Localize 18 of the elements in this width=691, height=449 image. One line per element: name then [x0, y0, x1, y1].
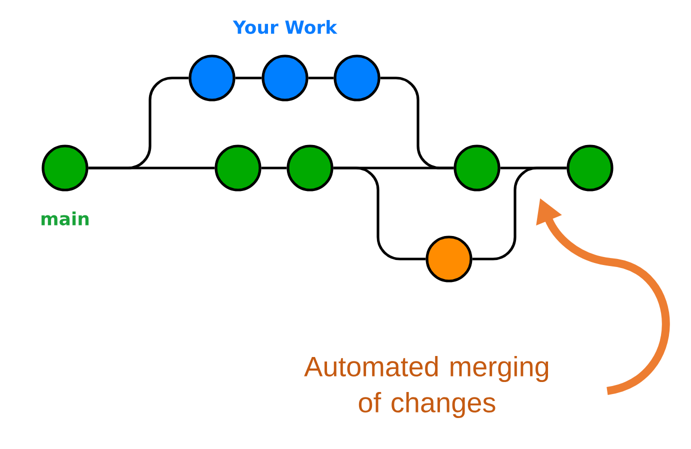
commit-circle — [454, 144, 500, 192]
branch-line — [308, 76, 334, 80]
commit-circle — [426, 236, 472, 282]
branch-line — [235, 76, 262, 80]
commit-circle — [286, 144, 334, 192]
commit-circle — [566, 144, 614, 192]
branch-line — [500, 166, 567, 170]
branch-line — [261, 166, 287, 170]
branch-line — [333, 166, 426, 260]
commit-circle — [214, 144, 262, 192]
commit-circle — [188, 54, 236, 102]
branch-label: Your Work — [232, 20, 338, 34]
branch-label: main — [42, 212, 89, 226]
branch-line — [88, 76, 189, 170]
commit-circle — [262, 54, 308, 102]
commit-circle — [334, 54, 380, 102]
commit-circle — [42, 144, 88, 192]
caption-text: Automated merging of changes — [304, 356, 548, 418]
